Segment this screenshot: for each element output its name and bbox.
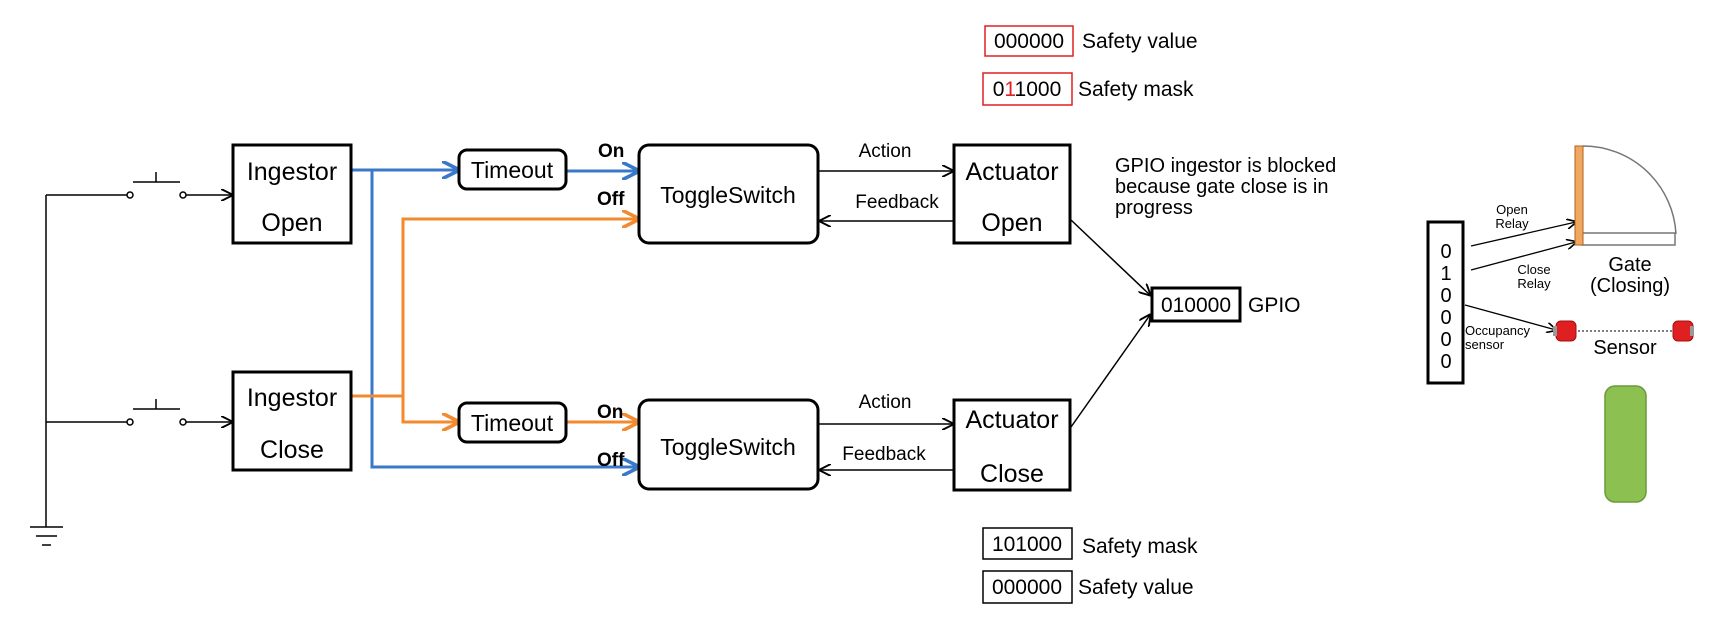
ingestor-close-box: Ingestor Close <box>231 370 353 472</box>
input-circuit <box>30 172 232 546</box>
gpio-label: GPIO <box>1248 294 1301 317</box>
push-switch-open <box>126 172 232 198</box>
ingestor-close-line2: Close <box>260 436 324 464</box>
toggle-switch-top-box: ToggleSwitch <box>637 143 820 245</box>
open-relay-line1: Open <box>1496 202 1528 217</box>
safety-value-top-register: 000000 <box>994 30 1064 53</box>
safety-mask-bottom: 101000 Safety mask <box>982 527 1198 560</box>
timeout-top-label: Timeout <box>471 157 554 183</box>
occupancy-line2: sensor <box>1465 337 1505 352</box>
ingestor-open-line2: Open <box>261 209 322 237</box>
gate-register: 0 1 0 0 0 0 <box>1426 220 1465 385</box>
gate-links <box>1464 222 1576 330</box>
safety-value-top: 000000 Safety value <box>984 25 1198 57</box>
safety-value-top-label: Safety value <box>1082 30 1198 53</box>
safety-value-bottom-label: Safety value <box>1078 576 1194 599</box>
mask-suffix: 1000 <box>1015 78 1062 101</box>
toggle-switch-bottom-label: ToggleSwitch <box>660 434 796 460</box>
toggle-switch-bottom-box: ToggleSwitch <box>637 398 820 491</box>
close-relay-line2: Relay <box>1517 276 1551 291</box>
timeout-bottom-label: Timeout <box>471 410 554 436</box>
occupancy-line1: Occupancy <box>1465 323 1531 338</box>
gate-bit-2: 0 <box>1440 285 1451 307</box>
mask-prefix: 0 <box>993 78 1005 101</box>
safety-mask-top-register: 011000 <box>993 78 1062 101</box>
note-line2: because gate close is in <box>1115 176 1328 198</box>
actuator-close-line2: Close <box>980 460 1044 488</box>
orange-wires <box>352 219 638 422</box>
safety-mask-top-label: Safety mask <box>1078 78 1194 101</box>
open-relay-line2: Relay <box>1495 216 1529 231</box>
safety-mask-bottom-register: 101000 <box>992 533 1062 556</box>
mask-highlight-bit: 1 <box>1004 78 1015 101</box>
action-label-top: Action <box>859 141 912 162</box>
safety-value-bottom-register: 000000 <box>992 576 1062 599</box>
timeout-bottom-box: Timeout <box>457 401 568 444</box>
gpio-register: 010000 GPIO <box>1150 286 1301 323</box>
blocked-note: GPIO ingestor is blocked because gate cl… <box>1115 155 1336 219</box>
gpio-register-value: 010000 <box>1161 294 1231 317</box>
gate-bar <box>1574 145 1584 246</box>
blue-wires <box>352 170 638 467</box>
safety-mask-bottom-label: Safety mask <box>1082 535 1198 558</box>
note-line3: progress <box>1115 197 1193 219</box>
actuator-close-box: Actuator Close <box>952 398 1072 492</box>
action-feedback-links <box>819 171 1150 470</box>
gate-bit-0: 0 <box>1440 241 1451 263</box>
off-label-bottom: Off <box>597 450 625 471</box>
ingestor-open-line1: Ingestor <box>247 158 337 186</box>
toggle-switch-top-label: ToggleSwitch <box>660 182 796 208</box>
gate-bit-4: 0 <box>1440 329 1451 351</box>
push-switch-close <box>126 399 232 425</box>
sensor-emitter <box>1555 320 1577 342</box>
gate-bit-1: 1 <box>1440 263 1451 285</box>
gate-drawing <box>1574 145 1677 246</box>
actuator-open-box: Actuator Open <box>952 143 1072 245</box>
close-relay-line1: Close <box>1517 262 1550 277</box>
ingestor-close-line1: Ingestor <box>247 384 337 412</box>
feedback-label-top: Feedback <box>855 192 939 213</box>
gate-bit-3: 0 <box>1440 307 1451 329</box>
note-line1: GPIO ingestor is blocked <box>1115 155 1336 177</box>
timeout-top-box: Timeout <box>457 148 568 191</box>
actuator-open-line1: Actuator <box>965 158 1058 186</box>
ground-symbol <box>30 526 63 546</box>
vehicle-shape <box>1604 385 1647 503</box>
off-label-top: Off <box>597 189 625 210</box>
occupancy-sensor <box>1553 320 1694 342</box>
action-label-bottom: Action <box>859 392 912 413</box>
gate-label-line1: Gate <box>1608 254 1651 276</box>
sensor-label: Sensor <box>1593 337 1657 359</box>
safety-value-bottom: 000000 Safety value <box>982 570 1194 604</box>
on-label-bottom: On <box>597 402 623 423</box>
feedback-label-bottom: Feedback <box>842 444 926 465</box>
ingestor-open-box: Ingestor Open <box>231 143 353 245</box>
actuator-open-line2: Open <box>981 209 1042 237</box>
gate-label-line2: (Closing) <box>1590 275 1670 297</box>
actuator-close-line1: Actuator <box>965 406 1058 434</box>
gate-bit-5: 0 <box>1440 351 1451 373</box>
on-label-top: On <box>598 141 624 162</box>
safety-mask-top: 011000 Safety mask <box>982 72 1194 106</box>
